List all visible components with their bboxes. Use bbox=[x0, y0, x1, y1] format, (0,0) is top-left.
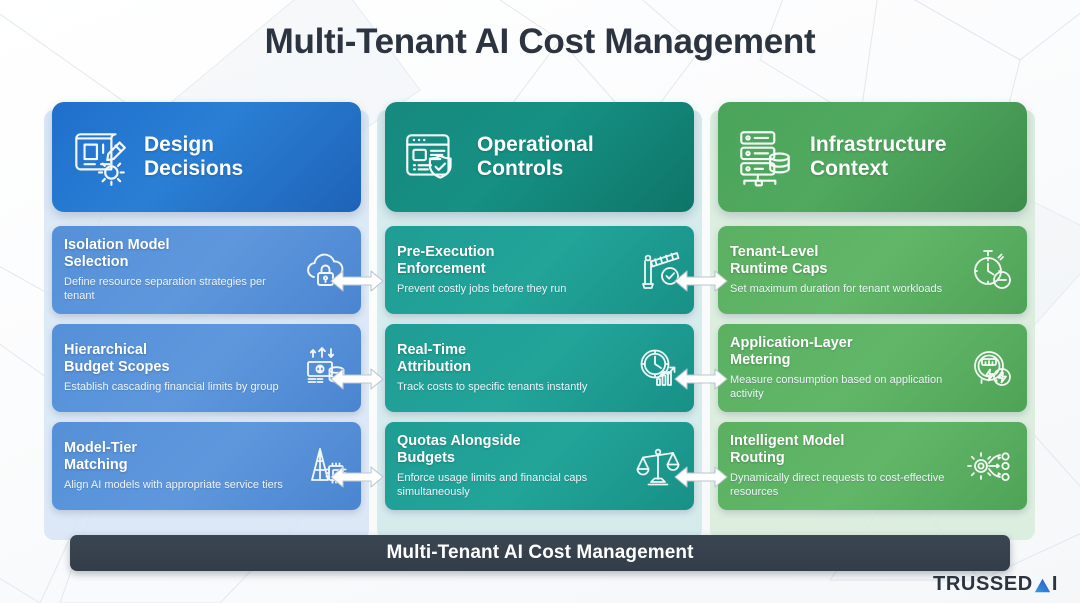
footer-label: Multi-Tenant AI Cost Management bbox=[386, 542, 694, 563]
card-real-time-attribution[interactable]: Real-Time Attribution Track costs to spe… bbox=[385, 324, 694, 412]
card-intelligent-model-routing[interactable]: Intelligent Model Routing Dynamically di… bbox=[718, 422, 1027, 510]
header-title-line-1: Design bbox=[144, 133, 215, 157]
card-isolation-model-selection[interactable]: Isolation Model Selection Define resourc… bbox=[52, 226, 361, 314]
card-title-line-1: Tenant-Level bbox=[730, 244, 819, 261]
card-quotas-alongside-budgets[interactable]: Quotas Alongside Budgets Enforce usage l… bbox=[385, 422, 694, 510]
gear-routing-icon bbox=[967, 452, 1010, 482]
clock-bar-chart-icon bbox=[640, 349, 676, 386]
card-title-line-1: Model-Tier bbox=[64, 440, 138, 457]
card-title-line-2: Matching bbox=[64, 457, 128, 474]
logo-suffix: I bbox=[1051, 573, 1058, 595]
header-chip-infrastructure-context[interactable]: Infrastructure Context bbox=[718, 102, 1027, 212]
triangle-a-icon bbox=[1034, 578, 1050, 592]
card-description: Define resource separation strategies pe… bbox=[64, 275, 266, 302]
card-title: Pre-Execution Enforcement bbox=[397, 244, 628, 278]
card-text: Model-Tier Matching Align AI models with… bbox=[64, 440, 295, 491]
card-pre-execution-enforcement[interactable]: Pre-Execution Enforcement Prevent costly… bbox=[385, 226, 694, 314]
card-description: Track costs to specific tenants instantl… bbox=[397, 380, 588, 393]
page-title: Multi-Tenant AI Cost Management bbox=[264, 22, 816, 61]
card-title: Model-Tier Matching bbox=[64, 440, 295, 474]
connector-arrow-row2-left bbox=[330, 368, 384, 390]
card-title: Tenant-Level Runtime Caps bbox=[730, 244, 961, 278]
card-text: Pre-Execution Enforcement Prevent costly… bbox=[397, 244, 628, 295]
columns-container: Design Decisions Isolation Model Selecti… bbox=[40, 102, 1040, 540]
card-title-line-1: Application-Layer bbox=[730, 335, 853, 352]
card-text: Isolation Model Selection Define resourc… bbox=[64, 237, 295, 302]
card-title: Quotas Alongside Budgets bbox=[397, 433, 628, 467]
card-title: Hierarchical Budget Scopes bbox=[64, 342, 295, 376]
card-description: Set maximum duration for tenant workload… bbox=[730, 282, 943, 295]
balance-scales-icon bbox=[636, 448, 680, 486]
card-text: Application-Layer Metering Measure consu… bbox=[730, 335, 961, 400]
connector-arrow-row3-right bbox=[674, 466, 728, 488]
header-chip-operational-controls[interactable]: Operational Controls bbox=[385, 102, 694, 212]
card-title: Real-Time Attribution bbox=[397, 342, 628, 376]
connector-arrow-row2-right bbox=[674, 368, 728, 390]
card-title-line-2: Budgets bbox=[397, 450, 455, 467]
header-title-line-2: Context bbox=[810, 157, 889, 180]
connector-arrow-row3-left bbox=[330, 466, 384, 488]
card-title-line-2: Metering bbox=[730, 352, 791, 369]
card-text: Hierarchical Budget Scopes Establish cas… bbox=[64, 342, 295, 393]
card-title-line-1: Pre-Execution bbox=[397, 244, 495, 261]
header-chip-title: Infrastructure Context bbox=[810, 133, 947, 180]
card-title-line-1: Quotas Alongside bbox=[397, 433, 521, 450]
footer-bar: Multi-Tenant AI Cost Management bbox=[70, 535, 1010, 571]
card-description: Dynamically direct requests to cost-effe… bbox=[730, 471, 945, 498]
header-title-line-1: Infrastructure bbox=[810, 133, 947, 157]
card-description: Align AI models with appropriate service… bbox=[64, 478, 283, 491]
card-description: Measure consumption based on application… bbox=[730, 373, 943, 400]
brand-logo: TRUSSED I bbox=[933, 573, 1058, 596]
header-chip-design-decisions[interactable]: Design Decisions bbox=[52, 102, 361, 212]
card-text: Quotas Alongside Budgets Enforce usage l… bbox=[397, 433, 628, 498]
card-hierarchical-budget-scopes[interactable]: Hierarchical Budget Scopes Establish cas… bbox=[52, 324, 361, 412]
card-title-line-2: Enforcement bbox=[397, 261, 486, 278]
header-title-line-2: Decisions bbox=[144, 157, 244, 180]
card-title-line-1: Real-Time bbox=[397, 342, 467, 359]
card-text: Real-Time Attribution Track costs to spe… bbox=[397, 342, 628, 393]
connector-arrow-row1-left bbox=[330, 270, 384, 292]
connector-arrow-row1-right bbox=[674, 270, 728, 292]
column-infrastructure-context: Infrastructure Context Tenant-Level Runt… bbox=[706, 102, 1039, 540]
card-title-line-2: Selection bbox=[64, 254, 129, 271]
card-application-layer-metering[interactable]: Application-Layer Metering Measure consu… bbox=[718, 324, 1027, 412]
card-title-line-2: Runtime Caps bbox=[730, 261, 828, 278]
logo-prefix: TRUSSED bbox=[933, 573, 1033, 595]
card-title-line-1: Isolation Model bbox=[64, 237, 170, 254]
column-design-decisions: Design Decisions Isolation Model Selecti… bbox=[40, 102, 373, 540]
card-title: Intelligent Model Routing bbox=[730, 433, 961, 467]
card-title-line-1: Hierarchical bbox=[64, 342, 148, 359]
stopwatch-minus-icon bbox=[974, 250, 1011, 289]
header-chip-title: Operational Controls bbox=[477, 133, 594, 180]
card-model-tier-matching[interactable]: Model-Tier Matching Align AI models with… bbox=[52, 422, 361, 510]
card-title: Isolation Model Selection bbox=[64, 237, 295, 271]
card-text: Tenant-Level Runtime Caps Set maximum du… bbox=[730, 244, 961, 295]
card-title-line-1: Intelligent Model bbox=[730, 433, 845, 450]
server-rack-database-icon bbox=[740, 131, 790, 187]
card-description: Enforce usage limits and financial caps … bbox=[397, 471, 588, 498]
header-title-line-1: Operational bbox=[477, 133, 594, 157]
header-title-line-2: Controls bbox=[477, 157, 564, 180]
column-operational-controls: Operational Controls Pre-Execution Enfor… bbox=[373, 102, 706, 540]
header-chip-title: Design Decisions bbox=[144, 133, 243, 180]
card-title-line-2: Attribution bbox=[397, 359, 472, 376]
barrier-gate-check-icon bbox=[642, 252, 680, 289]
blueprint-pencil-gear-icon bbox=[75, 133, 126, 186]
card-text: Intelligent Model Routing Dynamically di… bbox=[730, 433, 961, 498]
card-description: Prevent costly jobs before they run bbox=[397, 282, 567, 295]
card-tenant-level-runtime-caps[interactable]: Tenant-Level Runtime Caps Set maximum du… bbox=[718, 226, 1027, 314]
dashboard-shield-check-icon bbox=[406, 134, 452, 179]
card-description: Establish cascading financial limits by … bbox=[64, 380, 279, 393]
card-title-line-2: Budget Scopes bbox=[64, 359, 170, 376]
card-title: Application-Layer Metering bbox=[730, 335, 961, 369]
electric-meter-bolt-icon bbox=[974, 351, 1011, 386]
card-title-line-2: Routing bbox=[730, 450, 785, 467]
